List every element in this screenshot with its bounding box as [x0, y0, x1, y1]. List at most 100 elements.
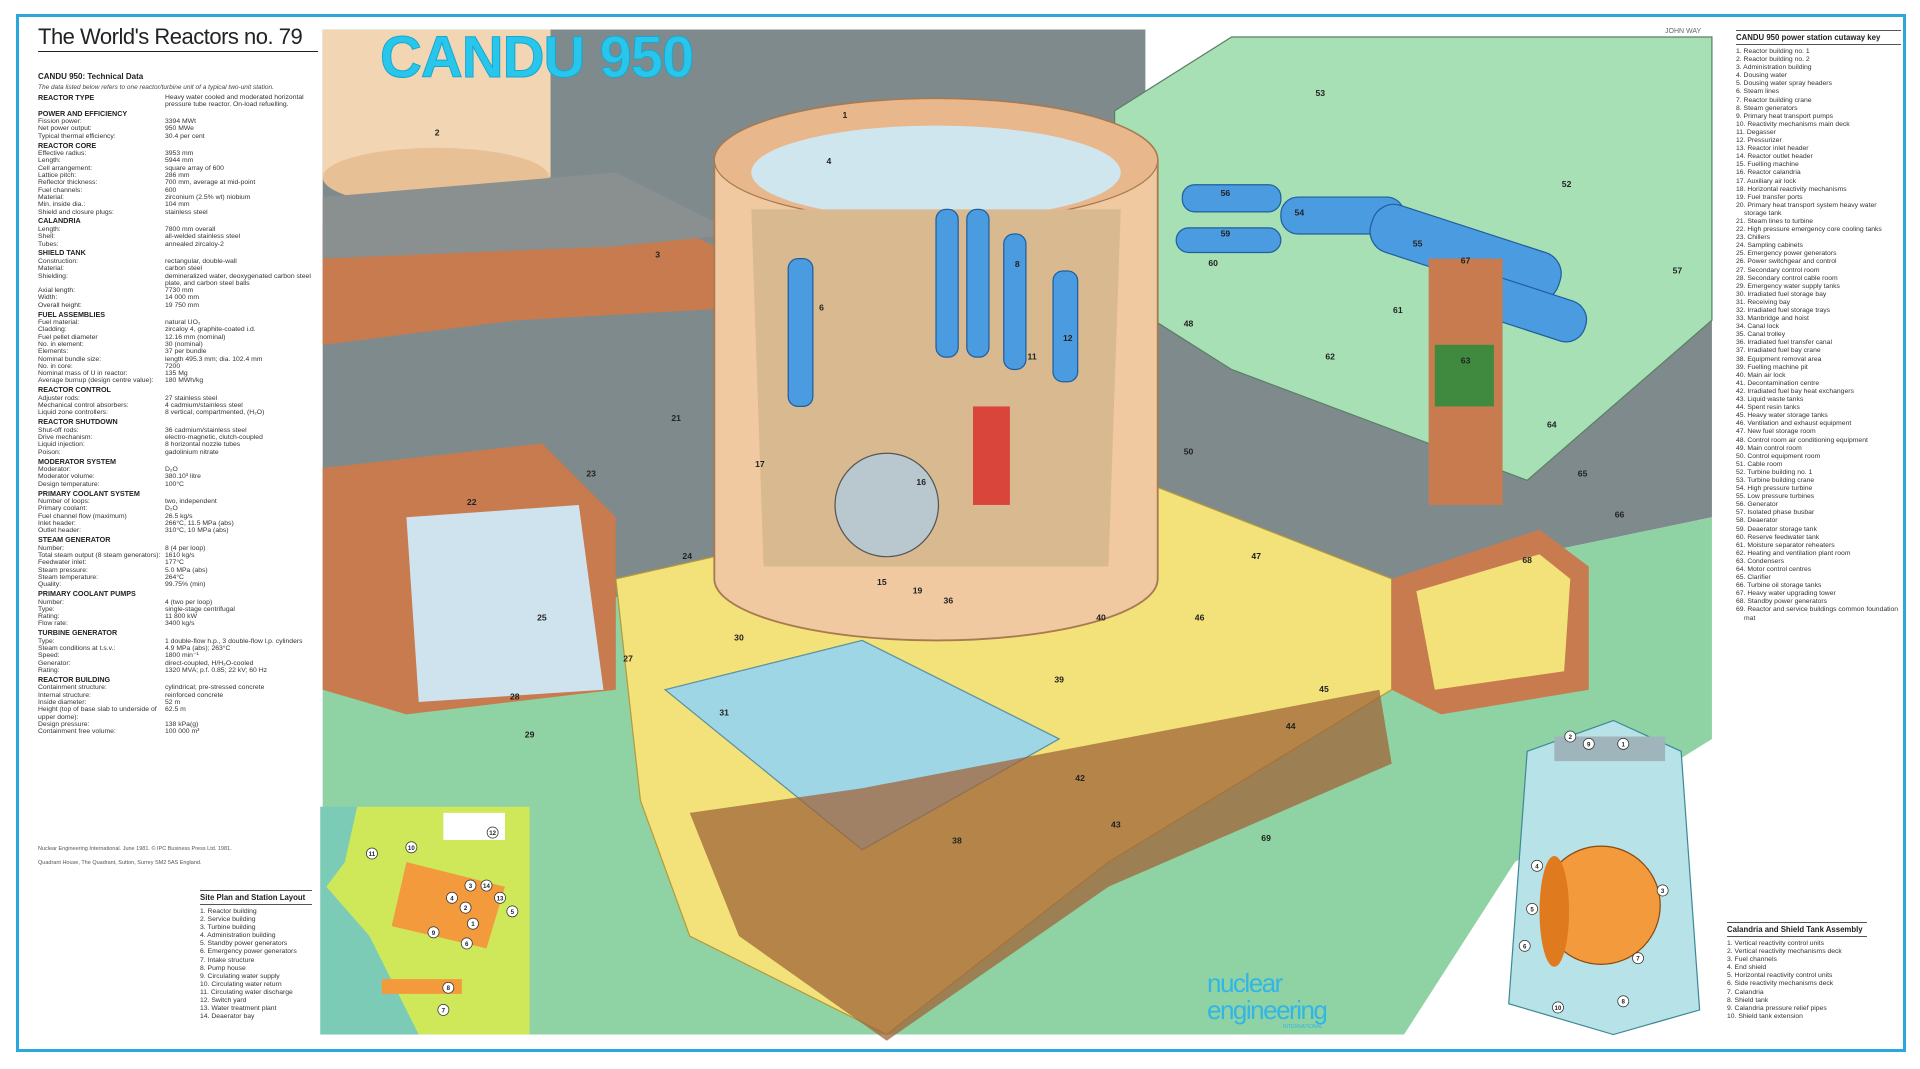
callout-number: 30 [734, 632, 744, 642]
data-value: 4 cadmium/stainless steel [165, 402, 243, 410]
data-label: Poison: [38, 448, 61, 456]
key-item: 4. Administration building [200, 932, 276, 940]
key-item: 64. Motor control centres [1736, 566, 1812, 573]
key-item: 38. Equipment removal area [1736, 355, 1822, 363]
callout-circle [494, 891, 506, 904]
callout-number: 47 [1251, 551, 1261, 561]
data-value: 27 stainless steel [165, 394, 218, 402]
callout-number: 13 [497, 895, 504, 902]
key-item: 46. Ventilation and exhaust equipment [1736, 420, 1852, 428]
data-row: Length:7800 mm overall [38, 226, 318, 233]
callout-circle [1617, 995, 1630, 1008]
data-label: Number of loops: [38, 498, 90, 506]
credits: Nuclear Engineering International. June … [38, 842, 232, 870]
callout-number: 2 [464, 905, 468, 912]
data-label: Nominal bundle size: [38, 355, 102, 363]
key-item: 2. Reactor building no. 2 [1736, 56, 1810, 64]
key-item: 9. Circulating water supply [200, 972, 280, 980]
data-row: Primary coolant:D₂O [38, 505, 318, 512]
data-row: Feedwater inlet:177°C [38, 559, 318, 566]
key-item: 45. Heavy water storage tanks [1736, 412, 1828, 420]
key-item: 3. Fuel channels [1727, 956, 1777, 964]
callout-number: 59 [1221, 228, 1231, 238]
callout-number: 3 [1661, 888, 1665, 895]
data-row: Number:8 (4 per loop) [38, 545, 318, 552]
callout-circle [1518, 939, 1531, 952]
data-label: Shielding: [38, 272, 68, 280]
data-row: Shut-off rods:36 cadmium/stainless steel [38, 427, 318, 434]
data-row: Material:carbon steel [38, 265, 318, 272]
data-label: No. in core: [38, 362, 73, 370]
key-item: 14. Deaerator bay [200, 1013, 255, 1021]
callout-number: 1 [842, 110, 847, 120]
data-label: Type: [38, 605, 55, 613]
key-item: 67. Heavy water upgrading tower [1736, 590, 1836, 598]
key-item: 66. Turbine oil storage tanks [1736, 582, 1822, 590]
key-item: 5. Standby power generators [200, 940, 288, 948]
callout-number: 23 [586, 469, 596, 479]
data-label: Width: [38, 294, 58, 302]
data-row: Min. inside dia.:104 mm [38, 201, 318, 208]
callout-circle [366, 847, 378, 860]
data-label: Containment structure: [38, 684, 107, 692]
key-item: 13. Reactor inlet header [1736, 145, 1809, 153]
callout-number: 10 [1555, 1005, 1562, 1012]
cutaway-key: CANDU 950 power station cutaway key 1. R… [1736, 30, 1901, 623]
callout-circle [446, 891, 458, 904]
data-row: Fuel channels:600 [38, 187, 318, 194]
key-item: 52. Turbine building no. 1 [1736, 468, 1813, 476]
data-value: 7800 mm overall [165, 225, 216, 233]
data-row: Rating:11 800 kW [38, 613, 318, 620]
nuclear-engineering-logo: nuclear engineering INTERNATIONAL [1207, 970, 1328, 1031]
data-row: Internal structure:reinforced concrete [38, 692, 318, 699]
data-label: Liquid zone controllers: [38, 409, 108, 417]
foundation-rock [689, 689, 1392, 1041]
callout-number: 4 [1535, 863, 1539, 870]
data-label: Rating: [38, 667, 60, 675]
data-row: Nominal mass of U in reactor:135 Mg [38, 370, 318, 377]
section-heading: REACTOR TYPE [38, 92, 95, 102]
callout-number: 3 [655, 249, 660, 259]
calandria-key: Calandria and Shield Tank Assembly 1. Ve… [1727, 922, 1867, 1021]
callout-number: 61 [1393, 305, 1403, 315]
data-row: Nominal bundle size:length 495.3 mm; dia… [38, 356, 318, 363]
key-item: 49. Main control room [1736, 444, 1802, 452]
callout-number: 14 [483, 883, 490, 890]
key-item: 6. Steam lines [1736, 88, 1780, 96]
key-item: 12. Switch yard [200, 997, 247, 1005]
key-item: 56. Generator [1736, 501, 1778, 509]
callout-number: 56 [1221, 188, 1231, 198]
data-row: Lattice pitch:286 mm [38, 172, 318, 179]
key-item: 24. Sampling cabinets [1736, 242, 1803, 250]
callout-number: 22 [467, 497, 477, 507]
key-item: 36. Irradiated fuel transfer canal [1736, 339, 1832, 347]
callout-number: 48 [1184, 318, 1194, 328]
data-value: natural UO₂ [165, 319, 201, 327]
key-item: 11. Circulating water discharge [200, 988, 293, 996]
data-label: Cladding: [38, 326, 67, 334]
callout-number: 43 [1111, 820, 1121, 830]
key-item: 8. Shield tank [1727, 996, 1769, 1004]
fuel-bay [663, 639, 1061, 851]
key-item: 31. Receiving bay [1736, 298, 1791, 306]
data-row: Liquid zone controllers:8 vertical, comp… [38, 409, 318, 416]
callout-number: 38 [952, 836, 962, 846]
section-heading: MODERATOR SYSTEM [38, 456, 117, 466]
callout-circle [506, 905, 519, 918]
key-item: 13. Water treatment plant [200, 1005, 277, 1013]
callout-number: 27 [623, 653, 633, 663]
logo-line: engineering [1207, 995, 1328, 1025]
emergency-power-interior [406, 504, 604, 703]
key-item: 43. Liquid waste tanks [1736, 396, 1804, 404]
data-value: electro-magnetic, clutch-coupled [165, 434, 263, 442]
data-row: Moderator volume:380.10³ litre [38, 473, 318, 480]
key-item: 33. Manbridge and hoist [1736, 315, 1809, 323]
section-heading: FUEL ASSEMBLIES [38, 309, 106, 319]
data-value: 30 (nominal) [165, 340, 203, 348]
data-row: Shielding:demineralized water, deoxygena… [38, 273, 318, 288]
